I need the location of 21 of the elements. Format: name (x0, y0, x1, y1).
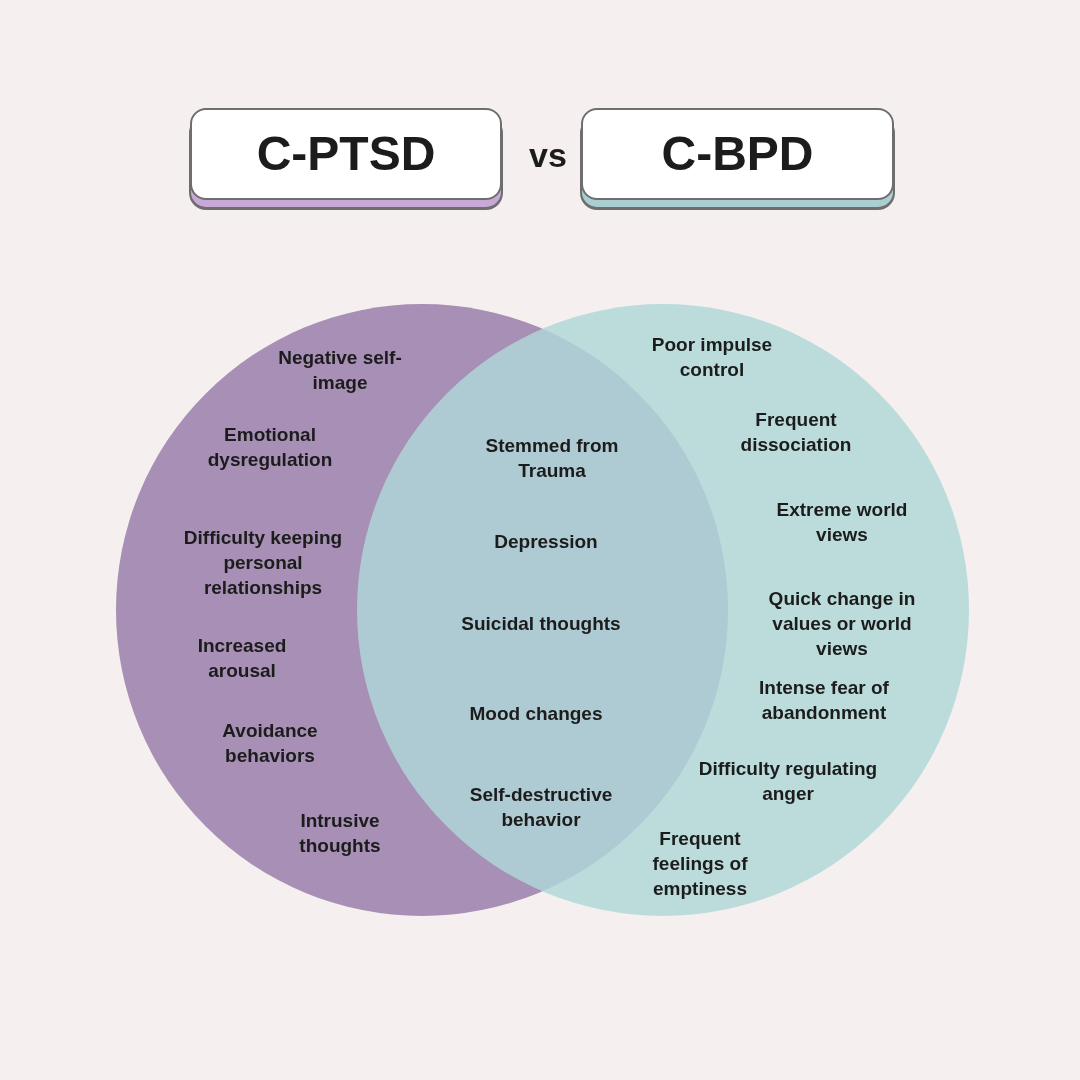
symptom-text: Avoidance behaviors (221, 719, 319, 768)
symptom-text: Increased arousal (196, 634, 288, 683)
title-text: C-BPD (661, 130, 814, 178)
symptom-text: Negative self-image (277, 346, 403, 395)
symptom-text: Intrusive thoughts (298, 809, 382, 858)
symptom-text: Self-destructive behavior (468, 783, 614, 832)
versus-text: vs (528, 138, 568, 172)
symptom-text: Difficulty regulating anger (697, 757, 879, 806)
symptom-text: Extreme world views (775, 498, 909, 547)
symptom-text: Suicidal thoughts (460, 611, 622, 636)
symptom-text: Depression (493, 529, 599, 554)
symptom-text: Frequent dissociation (739, 408, 853, 457)
symptom-text: Poor impulse control (650, 333, 774, 382)
symptom-text: Mood changes (468, 701, 604, 726)
symptom-text: Quick change in values or world views (767, 586, 917, 661)
symptom-text: Frequent feelings of emptiness (651, 826, 749, 901)
title-text: C-PTSD (256, 130, 436, 178)
symptom-text: Stemmed from Trauma (484, 434, 620, 483)
symptom-text: Difficulty keeping personal relationships (182, 525, 344, 600)
symptom-text: Emotional dysregulation (206, 423, 334, 472)
symptom-text: Intense fear of abandonment (758, 676, 890, 725)
